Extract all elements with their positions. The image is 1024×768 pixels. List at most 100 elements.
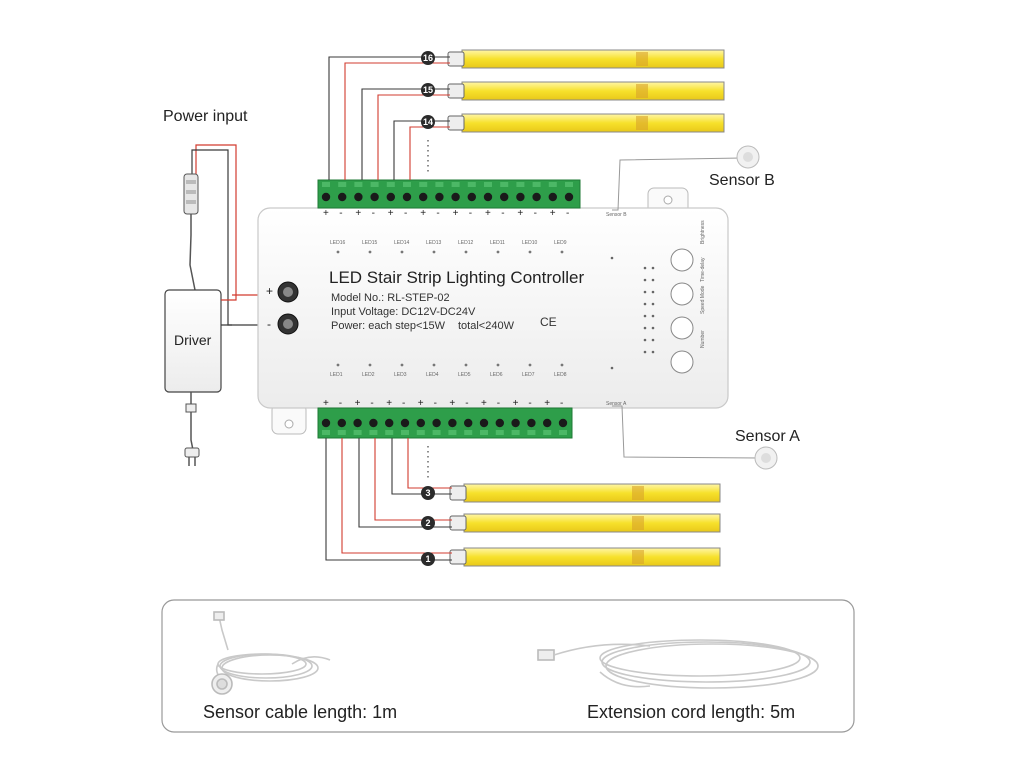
terminal-screw — [321, 418, 331, 428]
terminal-screw — [321, 192, 331, 202]
terminal-screw — [495, 418, 504, 428]
polarity-mark: - — [370, 398, 373, 409]
number-button-label: Number — [700, 330, 706, 348]
terminal-screw — [564, 192, 574, 202]
terminal-slot — [565, 182, 573, 187]
polarity-mark: + — [323, 398, 329, 409]
terminal-screw — [353, 418, 362, 428]
indicator-dot — [643, 278, 647, 282]
polarity-mark: - — [402, 398, 405, 409]
terminal-slot — [448, 430, 457, 435]
driver-label: Driver — [174, 332, 212, 348]
terminal-slot — [338, 182, 347, 187]
step-14-badge: 14 — [421, 115, 435, 129]
indicator-dot — [643, 314, 647, 318]
terminal-screw — [370, 192, 379, 202]
indicator-dot — [651, 350, 655, 354]
polarity-mark: + — [386, 398, 392, 409]
polarity-mark: - — [339, 208, 342, 219]
indicator-dot — [643, 266, 647, 270]
indicator-dot — [464, 250, 468, 254]
terminal-screw — [511, 418, 520, 428]
top-led-label-5: LED11 — [490, 240, 505, 246]
power-input-label: Power input — [163, 108, 248, 125]
sensor-a-device — [612, 405, 778, 470]
terminal-screw — [558, 418, 568, 428]
terminal-slot — [467, 182, 476, 187]
terminal-slot — [500, 182, 509, 187]
indicator-dot — [643, 326, 647, 330]
bottom-led-label-6: LED7 — [522, 372, 535, 378]
led-strips-bottom — [449, 483, 721, 567]
sensor-b-port-label: Sensor B — [606, 212, 627, 218]
sensor-b-device — [612, 145, 760, 211]
terminal-slot — [403, 182, 411, 187]
controller-body — [257, 179, 729, 439]
sensor-b-label: Sensor B — [709, 172, 775, 189]
accessories-frame — [161, 599, 855, 733]
terminal-screw — [369, 418, 378, 428]
sensor-a-label: Sensor A — [735, 428, 800, 445]
top-led-label-7: LED9 — [554, 240, 567, 246]
indicator-dot — [643, 350, 647, 354]
indicator-dot — [432, 250, 436, 254]
indicator-dot — [643, 290, 647, 294]
terminal-screw — [354, 192, 363, 202]
total-power: total<240W — [458, 320, 514, 332]
step-15-badge: 15 — [421, 83, 435, 97]
polarity-mark: - — [404, 208, 407, 219]
top-led-label-2: LED14 — [394, 240, 410, 246]
indicator-dot — [400, 363, 404, 367]
terminal-screw — [464, 418, 473, 428]
terminal-slot — [401, 430, 409, 435]
terminal-slot — [495, 430, 504, 435]
polarity-mark: + — [420, 208, 426, 219]
indicator-dot — [400, 250, 404, 254]
polarity-mark: + — [453, 208, 459, 219]
bottom-led-label-3: LED4 — [426, 372, 439, 378]
indicator-dots — [336, 250, 655, 370]
extension-cord-caption: Extension cord length: 5m — [587, 702, 796, 722]
polarity-mark: - — [501, 208, 504, 219]
bottom-led-label-0: LED1 — [330, 372, 343, 378]
polarity-mark: - — [465, 398, 468, 409]
top-led-label-0: LED16 — [330, 240, 346, 246]
indicator-dot — [336, 363, 340, 367]
indicator-dot — [496, 363, 500, 367]
top-led-label-6: LED10 — [522, 240, 538, 246]
bottom-led-label-2: LED3 — [394, 372, 407, 378]
polarity-mark: + — [323, 208, 329, 219]
indicator-dot — [651, 326, 655, 330]
polarity-mark: + — [513, 398, 519, 409]
indicator-dot — [610, 256, 614, 260]
terminal-screw — [400, 418, 410, 428]
sensor-a-port-label: Sensor A — [606, 401, 627, 407]
terminal-slot — [322, 182, 330, 187]
top-led-label-4: LED12 — [458, 240, 474, 246]
polarity-mark: + — [485, 208, 491, 219]
controller-title: LED Stair Strip Lighting Controller — [329, 268, 585, 287]
indicator-dot — [560, 250, 564, 254]
time-delay-button-label: Time-delay — [700, 257, 706, 282]
indicator-dot — [651, 302, 655, 306]
polarity-mark: + — [418, 398, 424, 409]
step-16-badge: 16 — [421, 51, 435, 65]
terminal-slot — [532, 182, 541, 187]
minus-sign: - — [267, 317, 271, 331]
terminal-slot — [386, 182, 395, 187]
indicator-dot — [432, 363, 436, 367]
top-terminals: +-+-+-+-+-+-+-+- — [321, 182, 574, 219]
led-strips-top — [447, 49, 725, 133]
indicator-dot — [651, 290, 655, 294]
polarity-mark: - — [372, 208, 375, 219]
terminal-slot — [416, 430, 425, 435]
terminal-slot — [370, 182, 379, 187]
polarity-mark: + — [388, 208, 394, 219]
top-led-label-1: LED15 — [362, 240, 378, 246]
terminal-slot — [451, 182, 460, 187]
terminal-screw — [448, 418, 457, 428]
terminal-screw — [543, 418, 552, 428]
terminal-slot — [435, 182, 444, 187]
terminal-slot — [527, 430, 536, 435]
